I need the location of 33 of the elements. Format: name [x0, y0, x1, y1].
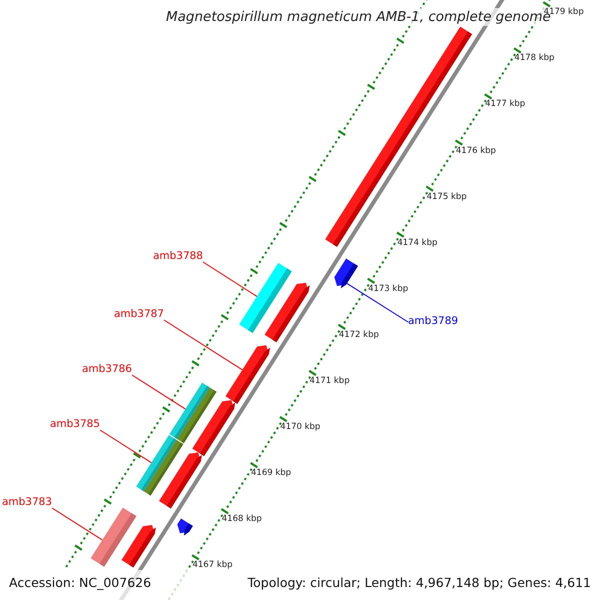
leader-line — [346, 282, 408, 322]
scale-label: 4173 kbp — [368, 282, 408, 296]
gene-feature — [264, 282, 310, 342]
gene-feature — [122, 524, 156, 568]
gene-label: amb3787 — [114, 308, 164, 321]
genome-info: Topology: circular; Length: 4,967,148 bp; Genes: 4,611 — [248, 575, 591, 590]
leader-line — [164, 320, 243, 370]
gene-feature — [159, 452, 202, 508]
gene-feature — [334, 258, 358, 288]
scale-label: 4177 kbp — [485, 98, 526, 112]
scale-label: 4168 kbp — [222, 513, 262, 526]
scale-label: 4174 kbp — [397, 236, 438, 250]
scale-label: 4169 kbp — [251, 467, 292, 480]
gene-feature — [192, 400, 236, 456]
scale-label: 4175 kbp — [426, 190, 467, 204]
genome-info: Accession: NC_007626 — [9, 575, 152, 590]
leader-line — [132, 374, 186, 410]
gene-label: amb3785 — [50, 418, 100, 431]
scale-label: 4172 kbp — [338, 328, 379, 342]
scale-label: 4167 kbp — [192, 559, 233, 572]
leader-line — [202, 262, 258, 297]
scale-label: 4171 kbp — [310, 374, 350, 388]
scale-label: 4178 kbp — [514, 52, 554, 66]
gene-feature — [177, 518, 193, 536]
scale-label: 4170 kbp — [280, 421, 320, 434]
gene-label: amb3788 — [152, 250, 203, 263]
gene-label: amb3783 — [2, 496, 52, 509]
leader-line — [52, 508, 103, 540]
scale-label: 4176 kbp — [456, 144, 496, 158]
leader-line — [100, 430, 152, 464]
gene-feature — [225, 345, 270, 404]
gene-label: amb3786 — [82, 363, 132, 376]
gene-label: amb3789 — [408, 315, 458, 328]
